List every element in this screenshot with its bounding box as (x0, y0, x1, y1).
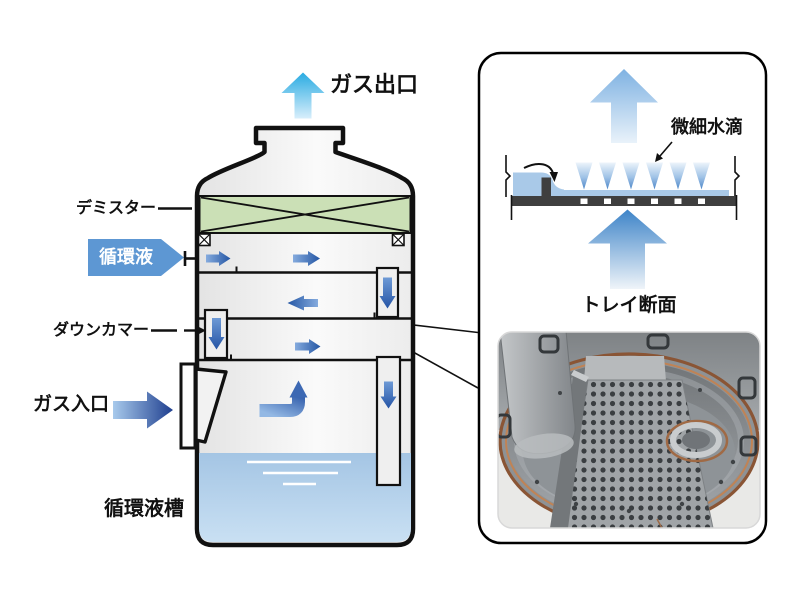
tray-lines (199, 271, 411, 362)
overflow-arrow (523, 162, 558, 182)
downcomer-label: ダウンカマー (52, 322, 149, 339)
droplet-leader-arrow (655, 141, 673, 162)
downcomer-boxes (203, 266, 402, 487)
gas-flow-arrows (206, 251, 321, 354)
demister-pad (198, 195, 412, 234)
tray-cross-section (505, 69, 741, 289)
gas-inlet-nozzle (179, 362, 228, 450)
liquid-tank-label: 循環液槽 (104, 498, 184, 520)
spray-cones (575, 162, 710, 190)
tray-liquid-layer (556, 190, 729, 196)
weir-ticks (230, 266, 376, 360)
tray-photo (497, 331, 761, 529)
liquid-down-arrows (208, 277, 397, 409)
gas-outlet-label: ガス出口 (330, 72, 419, 97)
spray-nozzle-left (197, 233, 211, 247)
break-mark-right (734, 156, 741, 197)
fine-droplets-label: 微細水滴 (671, 117, 743, 137)
gas-outlet-arrow (281, 72, 325, 119)
tray-holes (580, 198, 705, 204)
gas-elbow-arrow (259, 380, 308, 417)
demister-label: デミスター (75, 200, 156, 217)
circulating-liquid-label: 循環液 (99, 247, 153, 267)
tray-bar (511, 196, 737, 206)
break-mark-left (505, 155, 512, 197)
circulating-liquid-tag (88, 239, 198, 276)
panel-up-arrow-top (590, 69, 658, 143)
panel-up-arrow-bottom (588, 209, 667, 289)
liquid-surface-lines (247, 460, 351, 486)
gas-inlet-arrow (113, 391, 173, 429)
downcomer-leader-arrow (151, 325, 206, 336)
spray-nozzle-right (391, 233, 405, 247)
tray-weir (541, 177, 551, 206)
scrubber-tower (179, 125, 416, 548)
tray-section-label: トレイ断面 (581, 295, 677, 316)
gas-inlet-label: ガス入口 (33, 394, 110, 415)
tank-liquid (199, 453, 411, 542)
tray-liquid-pool (513, 172, 564, 196)
